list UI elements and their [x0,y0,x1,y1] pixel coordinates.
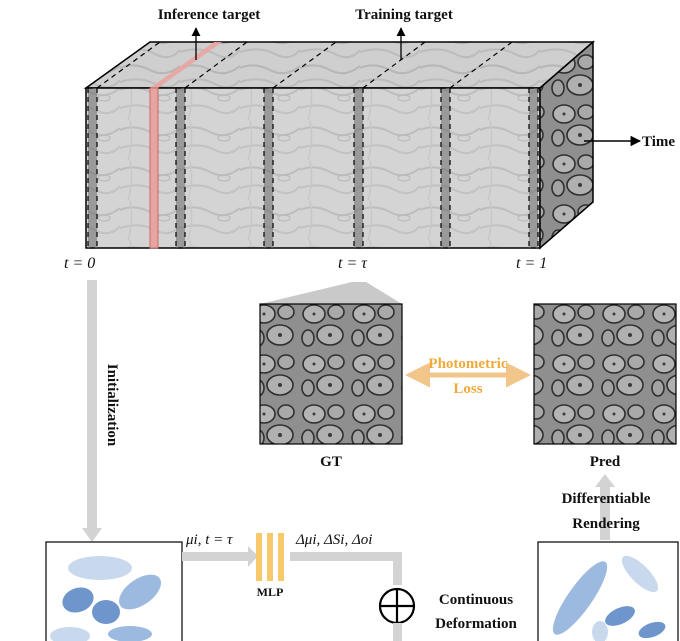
gaussian [68,556,132,580]
slice-t1 [528,87,539,249]
deformed-gaussians [552,555,666,641]
gaussian [621,555,659,593]
t-end-label: t = 1 [516,255,547,272]
differentiable-rendering-line2: Rendering [572,516,640,532]
gaussian [592,621,608,641]
plus-down-arrow [393,623,402,641]
gaussian [118,574,162,610]
gt-image [259,303,403,445]
rendering-arrow-shaft [600,485,610,540]
zoom-fan [260,282,402,304]
mlp-output-arrow [290,552,402,561]
gaussian [552,561,608,635]
mlp-bar [278,533,284,581]
slice-3 [263,87,274,249]
volume-front-face [85,87,541,249]
mlp-input-arrow [182,552,250,561]
gaussian [108,626,152,641]
continuous-deformation-line1: Continuous [439,592,513,608]
initial-gaussians-box [45,541,183,641]
inference-slice [149,87,159,249]
pred-image [533,303,677,445]
volume-side-face [539,40,594,250]
mlp-bar [256,533,262,581]
volume-block [83,40,596,250]
gaussian [92,600,120,624]
mlp-block [256,533,284,581]
initialization-arrow-shaft [87,280,97,530]
initialization-arrow-head [82,528,102,542]
pred-label: Pred [590,454,621,470]
gt-label: GT [320,454,342,470]
training-slices-top [96,41,513,89]
gaussian [62,587,94,613]
gaussian [50,627,90,641]
deformation-sum-icon [378,587,416,625]
differentiable-rendering-line1: Differentiable [562,491,651,507]
slice-5 [440,87,451,249]
rendering-arrow-head [595,474,615,487]
training-slices [87,87,539,249]
mlp-bar [267,533,273,581]
mlp-output-arrow-down [393,552,402,585]
t-start-label: t = 0 [64,255,95,272]
mlp-input-label: μi, t = τ [185,532,233,548]
slice-2 [175,87,186,249]
photometric-loss-line1: Photometric [428,356,507,372]
mlp-output-label: Δμi, ΔSi, Δoi [295,532,372,548]
inference-slice-top [150,42,222,88]
gaussian [638,621,666,639]
inference-target-label: Inference target [158,7,261,23]
mlp-input-arrow-head [248,546,258,567]
gaussian [605,606,635,626]
slice-t0 [87,87,98,249]
t-tau-label: t = τ [338,255,368,272]
initial-gaussians [50,556,162,641]
slice-tau [353,87,364,249]
time-label: Time [642,134,675,150]
training-target-label: Training target [355,7,453,23]
initialization-label: Initialization [104,364,120,447]
mlp-label: MLP [257,585,284,599]
photometric-loss-line2: Loss [453,381,482,397]
continuous-deformation-line2: Deformation [435,616,517,632]
